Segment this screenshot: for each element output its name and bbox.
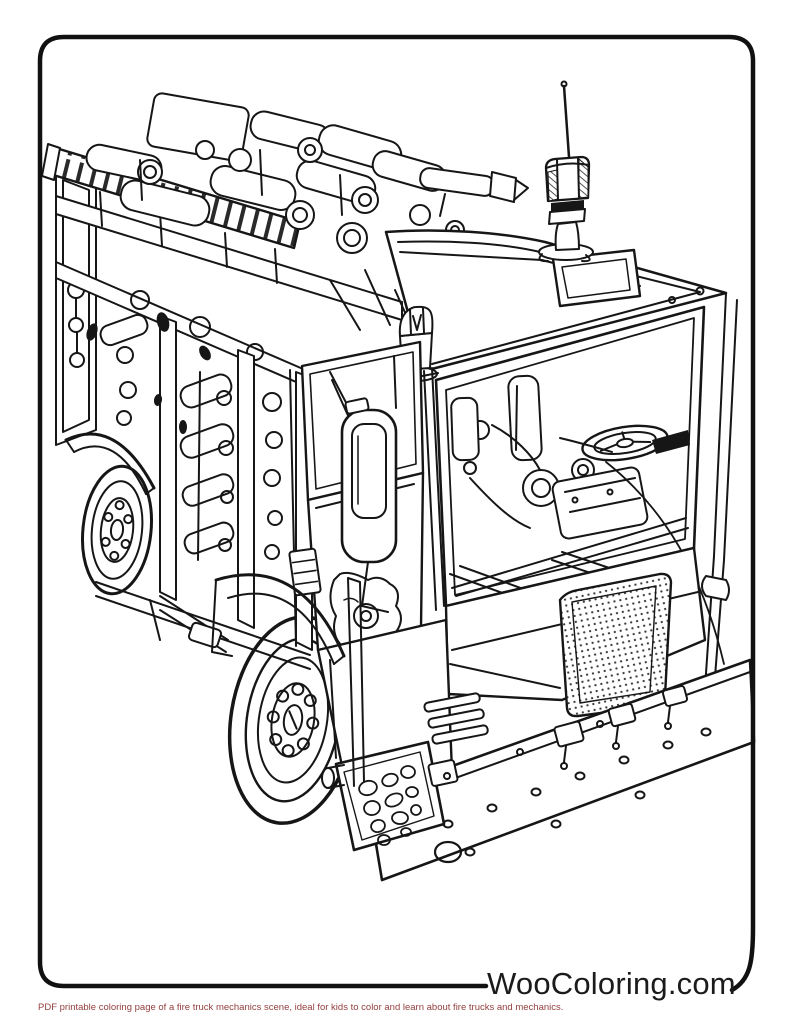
antenna — [562, 84, 571, 159]
page-border-frame — [37, 34, 756, 993]
cab-roof — [384, 229, 728, 373]
windshield — [434, 305, 706, 608]
deluge-monitor — [419, 167, 529, 217]
hose-compartment — [179, 371, 235, 561]
rear-wheel — [81, 464, 153, 596]
roof-equipment-box — [551, 248, 642, 308]
roof-beacon-light — [538, 80, 594, 263]
side-mirror — [329, 355, 398, 613]
roof-machinery — [85, 92, 567, 336]
hood-cable — [605, 461, 725, 665]
ink-accents — [86, 312, 211, 434]
caption-text: PDF printable coloring page of a fire tr… — [38, 1002, 564, 1013]
watermark-text: WooColoring.com — [487, 966, 736, 1001]
rear-body — [41, 143, 403, 670]
cab — [288, 80, 738, 691]
front-fender — [211, 573, 365, 787]
